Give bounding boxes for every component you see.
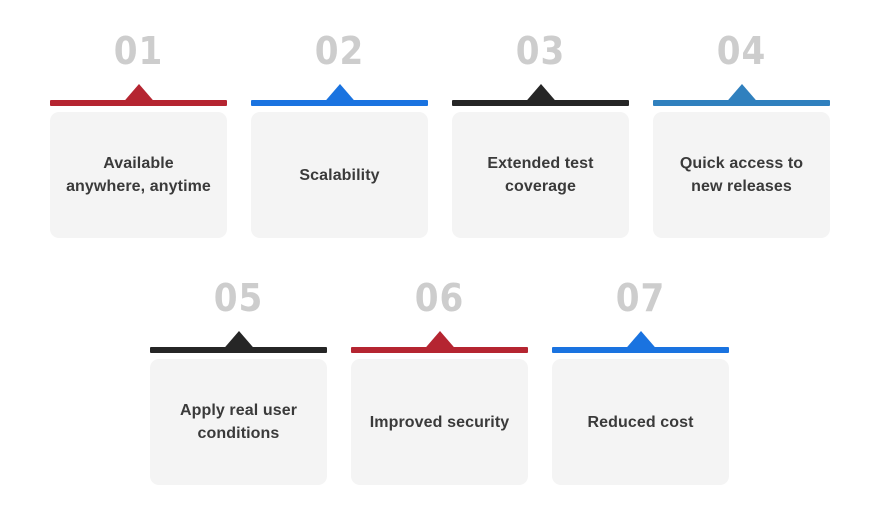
marker-arrow-icon-04: [722, 84, 761, 106]
step-number-05: 05: [213, 276, 264, 320]
step-marker-02: [251, 84, 428, 106]
step-number-04: 04: [716, 29, 767, 73]
card-body-03: Extended test coverage: [452, 112, 629, 238]
step-number-03: 03: [515, 29, 566, 73]
step-number-07: 07: [615, 276, 666, 320]
step-marker-07: [552, 331, 729, 353]
step-number-02: 02: [314, 29, 365, 73]
step-marker-04: [653, 84, 830, 106]
card-label-02: Scalability: [299, 166, 380, 184]
card-label-01: Available anywhere, anytime: [66, 155, 211, 195]
step-card-02: 02 Scalability: [251, 30, 428, 238]
card-label-07: Reduced cost: [587, 413, 694, 431]
step-number-01: 01: [113, 29, 164, 73]
step-marker-03: [452, 84, 629, 106]
step-marker-01: [50, 84, 227, 106]
card-body-01: Available anywhere, anytime: [50, 112, 227, 238]
steps-row-top: 01 Available anywhere, anytime 02 Scalab…: [0, 30, 894, 238]
step-card-01: 01 Available anywhere, anytime: [50, 30, 227, 238]
marker-arrow-icon-07: [621, 331, 660, 353]
card-body-05: Apply real user conditions: [150, 359, 327, 485]
card-body-04: Quick access to new releases: [653, 112, 830, 238]
marker-arrow-icon-03: [521, 84, 560, 106]
card-label-05: Apply real user conditions: [179, 402, 298, 442]
card-body-02: Scalability: [251, 112, 428, 238]
marker-arrow-icon-06: [420, 331, 459, 353]
marker-arrow-icon-02: [320, 84, 359, 106]
card-body-07: Reduced cost: [552, 359, 729, 485]
marker-arrow-icon-05: [219, 331, 258, 353]
step-card-06: 06 Improved security: [351, 277, 528, 485]
step-card-03: 03 Extended test coverage: [452, 30, 629, 238]
step-card-04: 04 Quick access to new releases: [653, 30, 830, 238]
card-body-06: Improved security: [351, 359, 528, 485]
step-marker-05: [150, 331, 327, 353]
step-marker-06: [351, 331, 528, 353]
card-label-06: Improved security: [369, 413, 510, 431]
steps-row-bottom: 05 Apply real user conditions 06 Improve…: [0, 277, 894, 485]
marker-arrow-icon-01: [119, 84, 158, 106]
step-number-06: 06: [414, 276, 465, 320]
card-label-03: Extended test coverage: [487, 155, 594, 195]
card-label-04: Quick access to new releases: [679, 155, 804, 195]
step-card-05: 05 Apply real user conditions: [150, 277, 327, 485]
step-card-07: 07 Reduced cost: [552, 277, 729, 485]
